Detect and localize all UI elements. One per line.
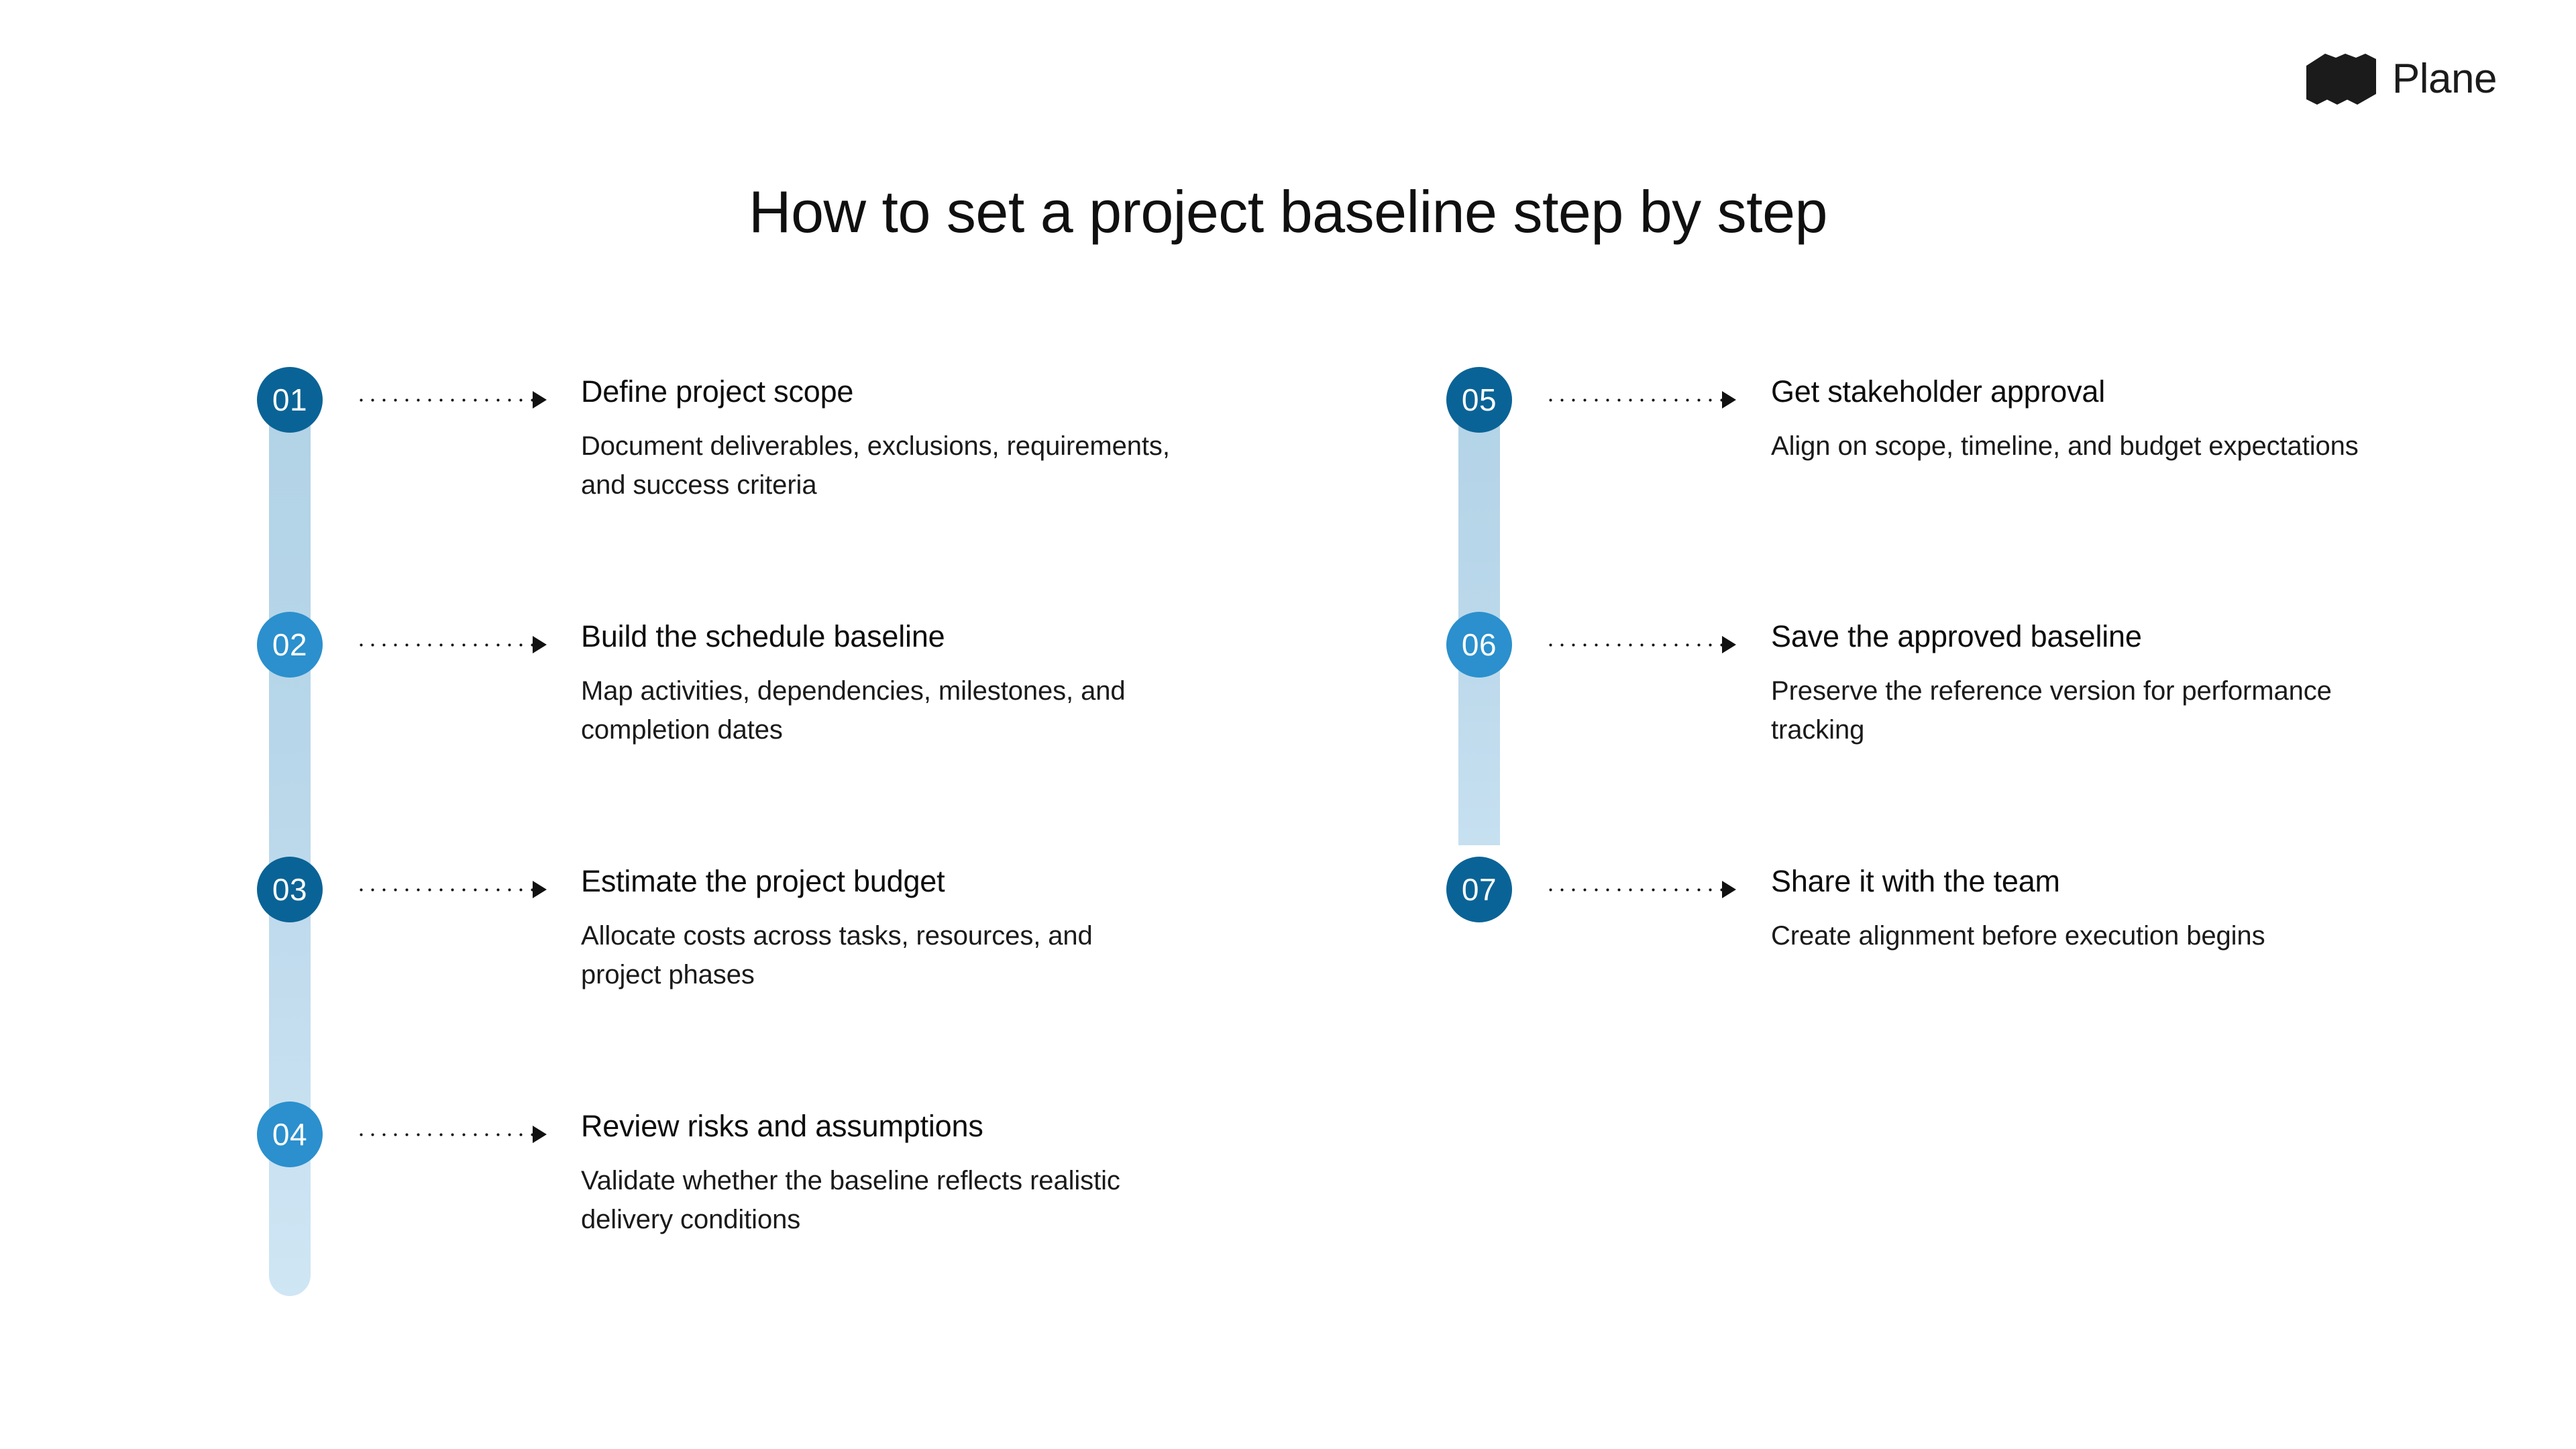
step-description-02: Map activities, dependencies, milestones… [581,676,1126,745]
step-heading-05: Get stakeholder approval [1771,374,2106,409]
connector-dots [1545,643,1723,647]
connector-dots [1545,888,1723,892]
step-description-07: Create alignment before execution begins [1771,920,2265,951]
step-text-06: Save the approved baseline Preserve the … [1771,619,2442,749]
connector-dots [356,1132,533,1136]
step-text-07: Share it with the team Create alignment … [1771,864,2415,955]
step-connector-05 [1545,391,1736,409]
arrow-head-icon [1722,881,1736,898]
step-heading-06: Save the approved baseline [1771,619,2142,653]
step-heading-04: Review risks and assumptions [581,1109,983,1143]
step-connector-01 [356,391,547,409]
step-node-07[interactable]: 07 [1446,857,1512,922]
step-node-05[interactable]: 05 [1446,367,1512,433]
step-node-01[interactable]: 01 [257,367,323,433]
step-number-06: 06 [1461,627,1497,662]
arrow-head-icon [533,636,547,653]
arrow-head-icon [533,1126,547,1143]
step-number-02: 02 [272,627,308,662]
connector-dots [356,643,533,647]
page-title: How to set a project baseline step by st… [749,178,1827,245]
step-heading-01: Define project scope [581,374,854,409]
step-text-02: Build the schedule baseline Map activiti… [581,619,1252,749]
step-connector-02 [356,636,547,653]
step-connector-07 [1545,881,1736,898]
step-number-04: 04 [272,1117,308,1152]
step-heading-02: Build the schedule baseline [581,619,945,653]
step-description-03: Allocate costs across tasks, resources, … [581,920,1093,989]
step-number-07: 07 [1461,872,1497,907]
brand-logo: Plane [2305,52,2498,106]
connector-dots [356,888,533,892]
step-connector-06 [1545,636,1736,653]
connector-dots [1545,398,1723,402]
arrow-head-icon [533,881,547,898]
connector-dots [356,398,533,402]
step-node-06[interactable]: 06 [1446,612,1512,678]
arrow-head-icon [533,391,547,409]
step-heading-03: Estimate the project budget [581,864,945,898]
step-description-04: Validate whether the baseline reflects r… [581,1165,1120,1234]
step-description-05: Align on scope, timeline, and budget exp… [1771,431,2359,461]
timeline-track-right [1458,376,1500,845]
step-connector-03 [356,881,547,898]
step-heading-07: Share it with the team [1771,864,2060,898]
step-connector-04 [356,1126,547,1143]
step-text-03: Estimate the project budget Allocate cos… [581,864,1265,994]
step-node-04[interactable]: 04 [257,1102,323,1167]
step-text-04: Review risks and assumptions Validate wh… [581,1109,1252,1239]
step-number-05: 05 [1461,382,1497,417]
step-number-03: 03 [272,872,308,907]
arrow-head-icon [1722,636,1736,653]
step-node-03[interactable]: 03 [257,857,323,922]
step-node-02[interactable]: 02 [257,612,323,678]
plane-logo-icon [2306,54,2376,105]
brand-name: Plane [2392,56,2498,102]
arrow-head-icon [1722,391,1736,409]
step-number-01: 01 [272,382,308,417]
step-description-01: Document deliverables, exclusions, requi… [581,431,1170,500]
step-description-06: Preserve the reference version for perfo… [1771,676,2332,745]
step-text-05: Get stakeholder approval Align on scope,… [1771,374,2455,466]
step-text-01: Define project scope Document deliverabl… [581,374,1252,504]
